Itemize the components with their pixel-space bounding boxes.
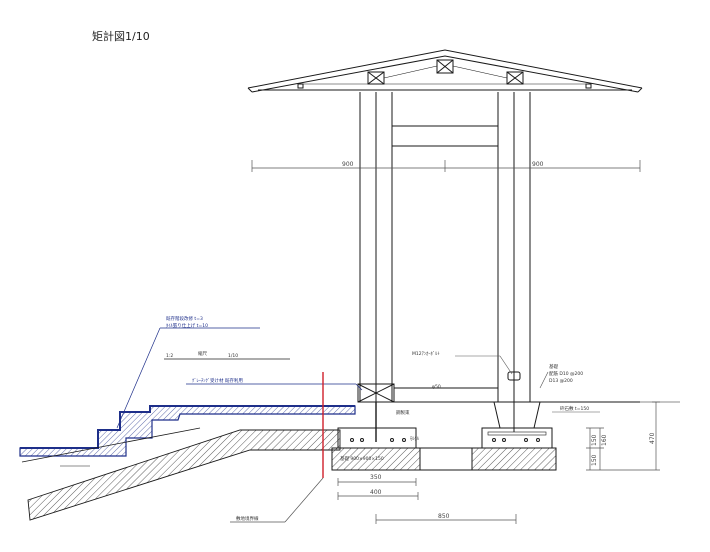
drawing-title: 矩計図1/10 (92, 29, 150, 43)
dim-height-150b: 150 (591, 454, 598, 466)
dim-height-150a: 150 (591, 434, 598, 446)
note-scale-a: 1:2 (166, 353, 173, 359)
note-deck: ｸﾞﾚｰﾁﾝｸﾞ受け材 既存利用 (192, 377, 243, 384)
note-left-base: 基礎 900×900×150 (340, 455, 384, 462)
note-base-3: D13 @200 (549, 378, 573, 384)
note-post-bolt: M12ｱﾝｶｰﾎﾞﾙﾄ (412, 350, 440, 357)
dim-footing-400: 400 (370, 489, 382, 496)
note-boundary: 敷地境界線 (236, 515, 259, 522)
right-dimensions (586, 401, 660, 471)
note-steel: 鋼製束 (396, 409, 410, 416)
stair-leader (116, 327, 161, 429)
note-stair-2: ﾀｲﾙ張り仕上げ t=10 (166, 322, 208, 329)
note-gravel: 砕石敷 t=150 (560, 405, 589, 412)
dim-roof-right: 900 (532, 161, 544, 168)
note-base-1: 基礎 (549, 363, 558, 370)
footings (337, 402, 553, 449)
roof (247, 49, 643, 93)
bottom-dimensions (337, 478, 517, 524)
dim-roof-left: 900 (342, 161, 354, 168)
right-pier (493, 371, 541, 432)
note-stair-1: 既存階段改修 t=3 (166, 315, 203, 322)
dim-base-850: 850 (438, 513, 450, 520)
note-mortar: ﾓﾙﾀﾙ (410, 436, 420, 442)
roof-dimension (251, 160, 641, 172)
note-scale-b: 縮尺 (198, 350, 207, 357)
dim-height-470: 470 (649, 432, 656, 444)
note-scale-c: 1/10 (228, 353, 238, 359)
stairs (19, 405, 356, 521)
note-base-2: 配筋 D10 @200 (549, 370, 583, 377)
dim-footing-350: 350 (370, 474, 382, 481)
dim-height-160: 160 (601, 434, 608, 446)
posts (359, 92, 531, 402)
note-pipe: φ50 (432, 384, 441, 390)
deck-beam (357, 383, 680, 403)
